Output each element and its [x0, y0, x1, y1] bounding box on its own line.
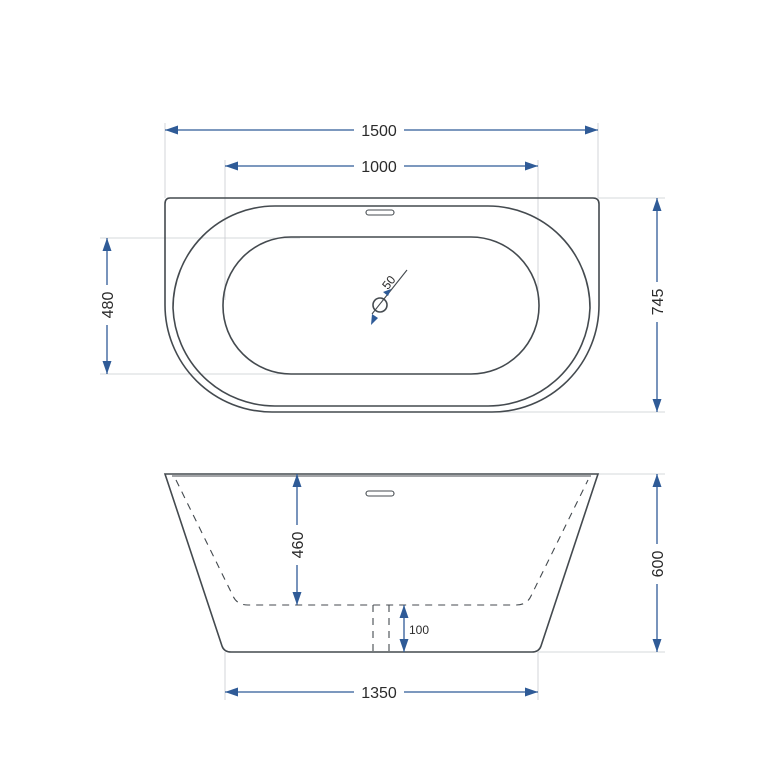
overflow-slot-side [365, 490, 395, 497]
dimension-inner-width: 1000 [225, 156, 538, 176]
height-label: 600 [650, 551, 667, 578]
side-view [163, 473, 665, 700]
overall-depth-label: 745 [650, 289, 667, 316]
tub-side-profile [163, 473, 600, 653]
base-width-label: 1350 [361, 685, 397, 702]
tub-interior-hidden [175, 479, 589, 606]
base-to-floor-label: 100 [409, 623, 429, 637]
dimension-inner-depth: 480 [96, 238, 118, 374]
depth-label: 460 [290, 532, 307, 559]
dimension-height: 600 [646, 474, 668, 652]
inner-depth-label: 480 [100, 292, 117, 319]
tub-inner-edge [172, 205, 591, 407]
dimension-base-to-floor: 100 [399, 605, 429, 652]
dimension-base-width: 1350 [225, 682, 538, 702]
inner-width-label: 1000 [361, 159, 397, 176]
dimension-overall-width: 1500 [165, 120, 598, 140]
drain-diameter-label: 50 [379, 273, 398, 292]
overflow-slot-top [365, 209, 395, 216]
tub-basin [222, 236, 540, 375]
tub-outer-rim [164, 197, 600, 413]
dimension-overall-depth: 745 [646, 198, 668, 412]
overall-width-label: 1500 [361, 123, 397, 140]
drain-circle [372, 297, 388, 313]
dimension-depth: 460 [286, 474, 308, 605]
